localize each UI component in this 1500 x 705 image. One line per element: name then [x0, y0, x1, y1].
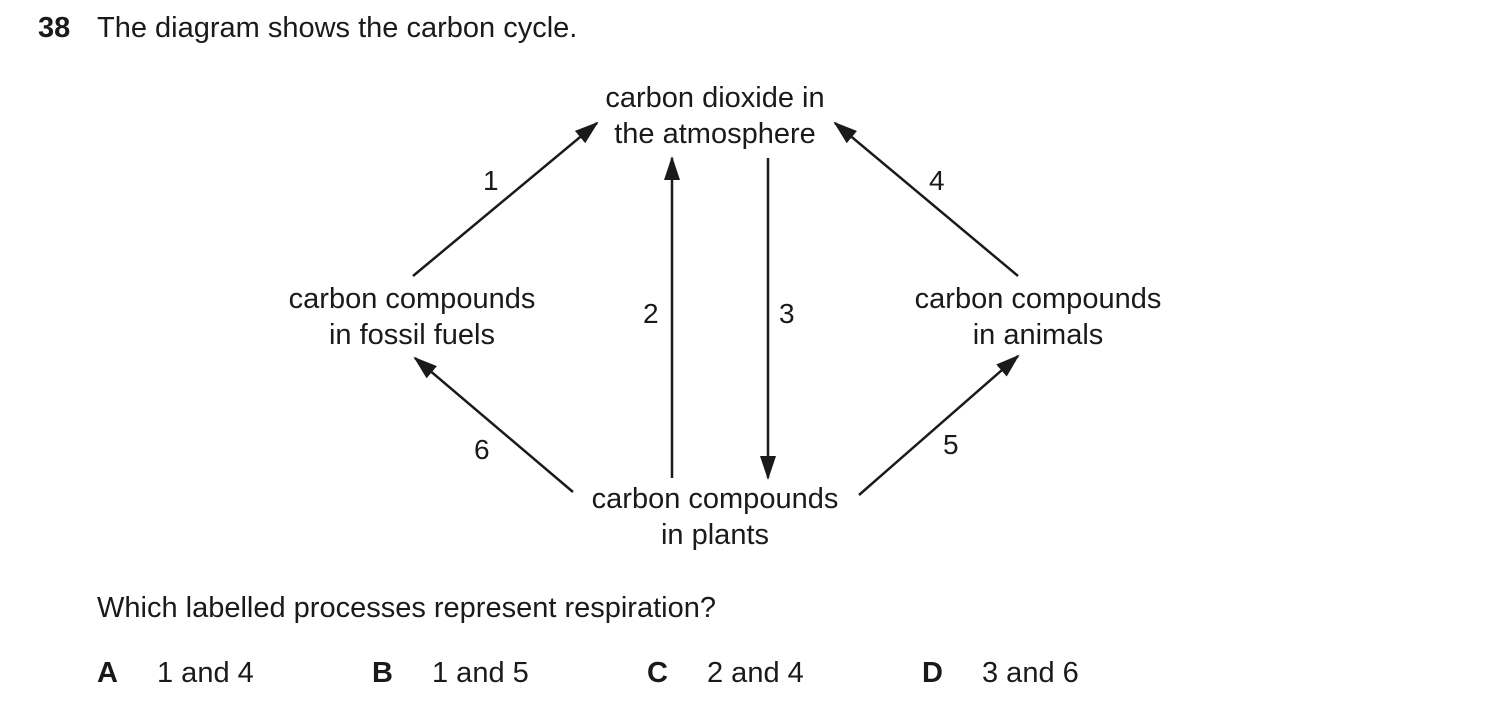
node-plants-line2: in plants — [660, 519, 769, 551]
option-d-letter: D — [922, 657, 943, 689]
option-b[interactable]: B 1 and 5 — [372, 657, 529, 690]
option-b-letter: B — [372, 657, 393, 689]
arrow-label-5: 5 — [943, 429, 959, 460]
arrow-4 — [833, 121, 1019, 277]
node-atmosphere: carbon dioxide in the atmosphere — [565, 80, 865, 152]
arrow-label-6: 6 — [474, 434, 490, 465]
option-d[interactable]: D 3 and 6 — [922, 657, 1079, 690]
node-animals-line2: in animals — [972, 319, 1104, 351]
node-fossil-fuels: carbon compounds in fossil fuels — [262, 281, 562, 353]
node-animals-line1: carbon compounds — [914, 283, 1162, 315]
option-d-text: 3 and 6 — [982, 657, 1079, 689]
node-fossil-fuels-line2: in fossil fuels — [328, 319, 495, 351]
arrow-label-2: 2 — [643, 298, 659, 329]
option-c-letter: C — [647, 657, 668, 689]
option-a[interactable]: A 1 and 4 — [97, 657, 254, 690]
node-animals: carbon compounds in animals — [888, 281, 1188, 353]
node-plants-line1: carbon compounds — [591, 483, 839, 515]
node-atmosphere-line1: carbon dioxide in — [605, 82, 825, 114]
option-a-letter: A — [97, 657, 118, 689]
option-b-text: 1 and 5 — [432, 657, 529, 689]
question-prompt: Which labelled processes represent respi… — [97, 592, 716, 624]
option-c-text: 2 and 4 — [707, 657, 804, 689]
arrow-label-4: 4 — [929, 165, 945, 196]
question-text: The diagram shows the carbon cycle. — [97, 12, 578, 44]
node-plants: carbon compounds in plants — [565, 481, 865, 553]
arrow-1 — [412, 121, 599, 277]
arrow-label-1: 1 — [483, 165, 499, 196]
option-c[interactable]: C 2 and 4 — [647, 657, 804, 690]
arrow-6 — [413, 356, 574, 493]
node-atmosphere-line2: the atmosphere — [614, 118, 816, 150]
option-a-text: 1 and 4 — [157, 657, 254, 689]
arrow-5 — [858, 354, 1020, 496]
arrow-label-3: 3 — [779, 298, 795, 329]
node-fossil-fuels-line1: carbon compounds — [288, 283, 536, 315]
question-number: 38 — [38, 12, 71, 44]
